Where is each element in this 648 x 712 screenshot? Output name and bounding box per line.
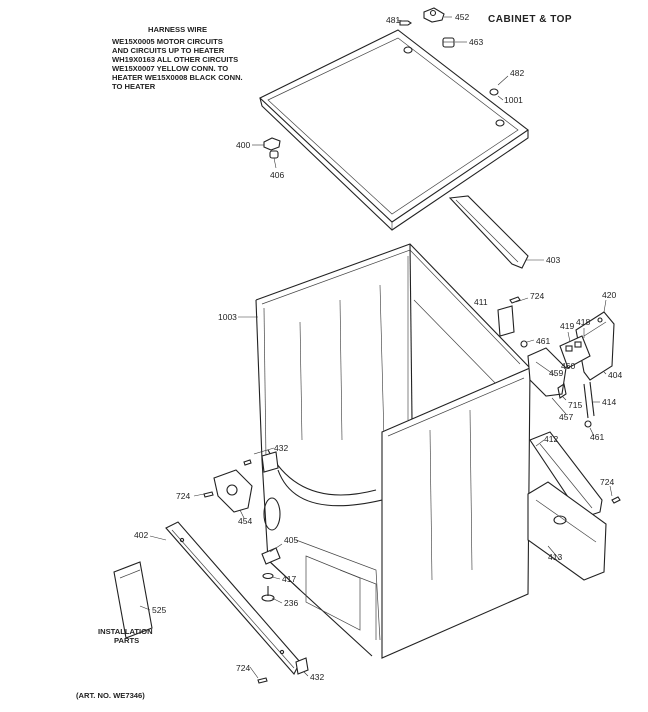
rod-414 <box>583 381 595 419</box>
harness-line-3: WH19X0163 ALL OTHER CIRCUITS <box>112 55 238 64</box>
leg-236 <box>261 586 275 602</box>
callout-414: 414 <box>602 397 616 407</box>
harness-line-4: WE15X0007 YELLOW CONN. TO <box>112 64 228 73</box>
callout-454: 454 <box>238 516 252 526</box>
terminal-block-460 <box>559 335 591 369</box>
screw-724-right <box>611 496 621 504</box>
callout-432-upper: 432 <box>274 443 288 453</box>
callout-724-bottom: 724 <box>236 663 250 673</box>
clip-432-lower <box>295 657 309 675</box>
callout-461-lower: 461 <box>590 432 604 442</box>
screw-724-top <box>509 296 521 304</box>
harness-line-5: HEATER WE15X0008 BLACK CONN. <box>112 73 243 82</box>
toe-panel <box>165 521 301 675</box>
callout-236: 236 <box>284 598 298 608</box>
callout-715: 715 <box>568 400 582 410</box>
callout-413: 413 <box>548 552 562 562</box>
clip-432-upper <box>261 451 279 473</box>
callout-419: 419 <box>560 321 574 331</box>
screw-724-bottom <box>257 677 268 684</box>
callout-400: 400 <box>236 140 250 150</box>
callout-411: 411 <box>474 297 488 307</box>
bracket-411 <box>497 305 515 337</box>
installation-label-line-2: PARTS <box>114 636 139 645</box>
clip-400 <box>263 137 281 151</box>
bracket-459 <box>527 347 567 397</box>
callout-459: 459 <box>549 368 563 378</box>
art-number: (ART. NO. WE7346) <box>76 691 145 700</box>
bumper-406 <box>269 150 279 159</box>
top-panel <box>259 29 529 231</box>
callout-525: 525 <box>152 605 166 615</box>
clip-715 <box>557 383 567 399</box>
clip-405 <box>261 547 281 565</box>
callout-406: 406 <box>270 170 284 180</box>
leader-lines <box>139 16 613 679</box>
bracket-454 <box>213 469 253 513</box>
callout-460: 460 <box>561 361 575 371</box>
washer-417 <box>262 572 274 580</box>
installation-parts-bag <box>113 561 153 639</box>
installation-label-line-1: INSTALLATION <box>98 627 153 636</box>
harness-title: HARNESS WIRE <box>148 25 207 34</box>
callout-432-lower: 432 <box>310 672 324 682</box>
screw-481 <box>399 20 412 26</box>
callout-482: 482 <box>510 68 524 78</box>
callout-418: 418 <box>576 317 590 327</box>
strip-403 <box>448 195 529 269</box>
callout-724-left: 724 <box>176 491 190 501</box>
callout-403: 403 <box>546 255 560 265</box>
callout-417: 417 <box>282 574 296 584</box>
callout-402: 402 <box>134 530 148 540</box>
callout-404: 404 <box>608 370 622 380</box>
screw-724-left <box>203 491 214 498</box>
diagram-title: CABINET & TOP <box>488 14 572 25</box>
callout-420: 420 <box>602 290 616 300</box>
harness-line-6: TO HEATER <box>112 82 156 91</box>
harness-line-1: WE15X0005 MOTOR CIRCUITS <box>112 37 223 46</box>
callout-724-right: 724 <box>600 477 614 487</box>
callout-457: 457 <box>559 412 573 422</box>
callout-724-top: 724 <box>530 291 544 301</box>
callout-481: 481 <box>386 15 400 25</box>
callout-1003: 1003 <box>218 312 237 322</box>
bumper-463 <box>442 37 455 48</box>
callout-1001: 1001 <box>504 95 523 105</box>
screw-461b <box>584 420 592 428</box>
clip-452 <box>423 7 445 23</box>
callout-461-upper: 461 <box>536 336 550 346</box>
cabinet <box>255 243 531 659</box>
callout-labels: 481 452 463 482 1001 400 406 403 1003 41… <box>134 12 622 682</box>
panel-413 <box>527 481 607 581</box>
harness-line-2: AND CIRCUITS UP TO HEATER <box>112 46 225 55</box>
harness-wire-note: HARNESS WIRE WE15X0005 MOTOR CIRCUITS AN… <box>112 25 243 91</box>
callout-405: 405 <box>284 535 298 545</box>
callout-463: 463 <box>469 37 483 47</box>
callout-452: 452 <box>455 12 469 22</box>
screw-461a <box>520 340 528 348</box>
screw-near-432 <box>243 459 252 466</box>
callout-412: 412 <box>544 434 558 444</box>
